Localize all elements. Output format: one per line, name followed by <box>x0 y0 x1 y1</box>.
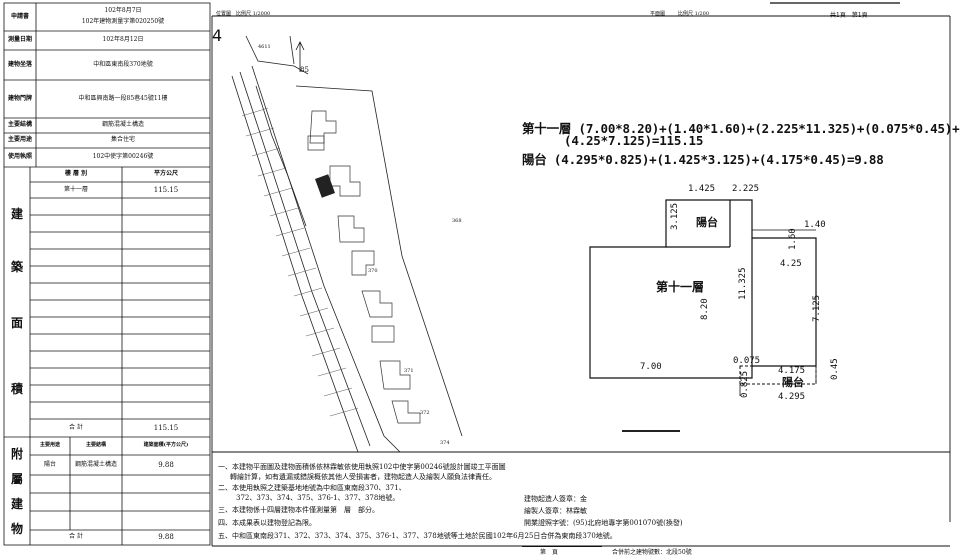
area-section-label-3: 面 <box>10 316 23 331</box>
dim-2-225: 2.225 <box>732 184 760 194</box>
dim-1-40: 1.40 <box>804 220 826 230</box>
floor-plan <box>589 199 817 396</box>
value-permit: 102中使字第00246號 <box>92 153 154 161</box>
area-formula-line-2: (4.25*7.125)=115.15 <box>564 133 704 148</box>
dim-0-075: 0.075 <box>733 356 761 366</box>
map-label-374: 374 <box>440 440 450 446</box>
label-application: 申請書 <box>10 12 29 20</box>
map-label-372: 372 <box>420 410 430 416</box>
left-table-grid <box>3 2 211 546</box>
dim-4-295: 4.295 <box>778 392 806 402</box>
annex-section-label-4: 物 <box>10 522 23 537</box>
plan-header-scale: 比例尺 1/200 <box>678 11 709 17</box>
value-application-number: 102年建物測量字第020250號 <box>81 17 165 25</box>
annex-row-area: 9.88 <box>158 460 174 469</box>
room-label-eleventh-floor: 第十一層 <box>656 280 705 294</box>
map-north-number: 4 <box>212 26 223 45</box>
label-location: 建物坐落 <box>7 60 32 68</box>
area-section-label-4: 積 <box>10 382 23 397</box>
annex-total-label: 合 計 <box>69 533 83 541</box>
plan-header-pages: 共1頁 第1頁 <box>830 12 868 19</box>
annex-total-value: 9.88 <box>158 533 174 542</box>
signature-builder: 建物起造人簽章：金 <box>524 495 587 503</box>
value-use: 集合住宅 <box>110 136 135 144</box>
room-label-balcony-top: 陽台 <box>696 216 718 229</box>
dim-4-25: 4.25 <box>780 259 802 269</box>
dim-3-125: 3.125 <box>670 202 680 230</box>
value-location: 中和區東南段370地號 <box>93 60 153 68</box>
bottom-fragment-note: 合併前之建物號數：北段50號 <box>612 549 692 556</box>
dim-0-825: 0.825 <box>740 370 750 398</box>
bottom-fragment-page: 第 頁 <box>540 549 559 556</box>
note-2-cont: 372、373、374、375、376-1、377、378地號。 <box>236 494 400 502</box>
annex-section-label-1: 附 <box>10 447 23 462</box>
note-5: 五、中和區東南段371、372、373、374、375、376-1、377、37… <box>218 532 617 540</box>
map-label-368: 368 <box>452 218 462 224</box>
room-label-balcony-bottom: 陽台 <box>782 376 804 389</box>
annex-section-label-2: 屬 <box>10 472 23 487</box>
license-number: 開業證照字號：(95)北府地專字第001070號(換發) <box>524 519 683 527</box>
dim-4-175: 4.175 <box>778 366 806 376</box>
plan-header-title: 平面圖 <box>650 11 666 17</box>
note-1-cont: 轉繪計算，如有遺漏或錯誤概依其他人受損害者，建物起造人及繪製人願負法律責任。 <box>230 473 496 481</box>
map-label-370: 370 <box>368 268 378 274</box>
map-title: 位置圖 <box>216 11 232 17</box>
area-row-value: 115.15 <box>153 185 179 194</box>
signature-drafter: 繪製人簽章：林霖敏 <box>524 507 587 515</box>
note-3: 三、本建物係十四層建物本件僅測量第 層 部分。 <box>218 506 379 514</box>
label-use: 主要用途 <box>7 136 32 144</box>
area-total-label: 合 計 <box>69 423 83 431</box>
map-label-4611: 4611 <box>258 44 271 50</box>
dim-7-00: 7.00 <box>640 362 662 372</box>
value-structure: 鋼筋混凝土構造 <box>101 121 144 129</box>
area-header-unit: 平方公尺 <box>153 170 178 178</box>
bottom-fragment-box <box>522 546 602 555</box>
annex-header-use: 主要用途 <box>39 442 60 449</box>
area-section-label-2: 築 <box>10 260 23 275</box>
annex-header-structure: 主要結構 <box>85 442 106 449</box>
dim-1-60: 1.60 <box>788 228 798 250</box>
dim-1-425: 1.425 <box>688 184 716 194</box>
value-application-date: 102年8月7日 <box>104 6 142 14</box>
note-4: 四、本成果表以建物登記為限。 <box>218 519 316 527</box>
annex-section-label-3: 建 <box>10 497 23 512</box>
map-label-85: 85 <box>300 66 309 74</box>
value-survey-date: 102年8月12日 <box>102 36 144 44</box>
annex-row-use: 陽台 <box>43 460 56 468</box>
value-address: 中和區興南路一段85巷45號11樓 <box>78 94 168 102</box>
area-section-label-1: 建 <box>10 207 23 222</box>
dim-11-325: 11.325 <box>738 267 748 300</box>
note-1: 一、本建物平面圖及建物面積係依林霖敏依使用執照102中使字第00246號設計圖竣… <box>218 463 506 471</box>
map-label-371: 371 <box>404 368 414 374</box>
annex-row-structure: 鋼筋混凝土構造 <box>74 460 117 468</box>
area-total-value: 115.15 <box>153 423 179 432</box>
label-survey-date: 測量日期 <box>7 36 32 44</box>
location-map <box>231 35 463 452</box>
area-formula-line-3: 陽台 (4.295*0.825)+(1.425*3.125)+(4.175*0.… <box>522 152 884 167</box>
map-scale: 比例尺 1/2000 <box>236 11 271 17</box>
label-address: 建物門牌 <box>7 94 32 102</box>
label-structure: 主要結構 <box>7 121 32 129</box>
plan-divider-mark <box>622 430 680 432</box>
area-formula-line-1: 第十一層 (7.00*8.20)+(1.40*1.60)+(2.225*11.3… <box>522 121 960 136</box>
area-header-floor: 樓 層 別 <box>64 170 88 178</box>
label-permit: 使用執照 <box>7 153 32 161</box>
dim-8-20: 8.20 <box>700 298 710 320</box>
dim-0-45: 0.45 <box>830 358 840 380</box>
area-row-floor: 第十一層 <box>63 185 88 193</box>
dim-7-125: 7.125 <box>812 294 822 322</box>
note-2: 二、本使用執照之建築基地地號為中和區東南段370、371、 <box>218 484 406 492</box>
annex-header-area: 建築面積(平方公尺) <box>143 442 189 449</box>
